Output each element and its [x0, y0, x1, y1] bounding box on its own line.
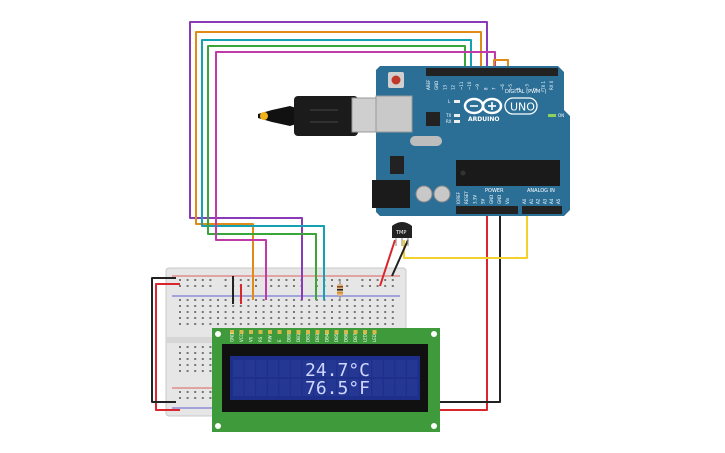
arduino-logo-icon [463, 97, 503, 115]
analog-label: ANALOG IN [527, 188, 555, 194]
arduino-uno-board[interactable]: L TX RX ON ARDUINO UNO DIGITAL (PWM~) PO… [372, 66, 570, 216]
led-tx-label: TX [445, 113, 451, 118]
pin-label: TX 1 [541, 81, 546, 91]
pin-label: A3 [542, 198, 547, 204]
pin-label: RX 0 [549, 80, 554, 90]
lcd-pin-label: DB7 [353, 333, 358, 342]
lcd-pin-label: RW [268, 335, 273, 342]
wire-orange [195, 31, 482, 300]
pin-label: GND [489, 195, 494, 204]
usb-cable[interactable] [258, 96, 383, 136]
on-label: ON [558, 113, 564, 118]
wire-purple [189, 21, 488, 300]
lcd-pin-label: DB0 [287, 333, 292, 342]
pin-label: A0 [522, 198, 527, 204]
model-label: UNO [510, 101, 535, 114]
pin-label: A4 [549, 198, 554, 204]
pin-label: Vin [505, 197, 510, 204]
lcd-character-grid [233, 360, 418, 396]
brand-label: ARDUINO [468, 116, 499, 123]
pin-label: ~3 [524, 84, 529, 90]
pin-label: ~5 [508, 84, 513, 90]
pin-label: ~11 [459, 81, 464, 90]
resistor[interactable] [337, 280, 343, 300]
lcd-pin-label: DB5 [334, 333, 339, 342]
sensor-label: TMP [395, 230, 406, 236]
lcd-pin-label: DB3 [315, 333, 320, 342]
wire-yellow-a0 [403, 212, 528, 259]
tmp36-sensor[interactable]: TMP [392, 222, 412, 246]
wires [151, 21, 528, 411]
wire-red-5v [438, 212, 488, 411]
atmega-chip [456, 160, 560, 186]
wire-red-sensor [379, 239, 396, 287]
wire-red-left [155, 283, 180, 411]
pin-label: A2 [536, 198, 541, 204]
lcd-line-2: 76.5°F [305, 378, 370, 399]
pin-label: A5 [556, 198, 561, 204]
digital-label: DIGITAL (PWM~) [505, 89, 547, 95]
pin-label: 5V [481, 198, 486, 204]
lcd-line-1: 24.7°C [305, 360, 370, 381]
led-l-label: L [448, 99, 451, 104]
wire-black-gnd [438, 212, 501, 403]
lcd-pin-label: V0 [249, 336, 254, 342]
pin-label: 13 [442, 84, 447, 90]
power-label: POWER [485, 188, 504, 194]
pin-label: GND [434, 81, 439, 90]
power-jack[interactable] [372, 180, 410, 208]
lcd-pin-label: GND [230, 333, 235, 342]
lcd-pin-header [230, 330, 377, 334]
pin-label: 2 [533, 87, 538, 90]
wire-magenta [215, 51, 496, 300]
lcd-pin-label: LED [363, 334, 368, 342]
wire-black-left [151, 277, 176, 403]
lcd-pin-label: E [277, 339, 282, 342]
lcd-pin-labels: GND VCC V0 RS RW E DB0 DB1 DB2 DB3 DB4 DB5 DB6 DB7 LED… [230, 333, 378, 342]
wire-black-sensor [391, 239, 409, 277]
lcd-pin-label: DB2 [306, 333, 311, 342]
led-rx-label: RX [446, 119, 452, 124]
pin-label: IOREF [456, 191, 461, 204]
lcd-pin-label: DB1 [296, 333, 301, 342]
lcd-module[interactable]: GND VCC V0 RS RW E DB0 DB1 DB2 DB3 DB4 DB5 DB6 DB7 LED… [212, 328, 440, 432]
wire-green [207, 45, 466, 300]
lcd-pin-label: VCC [239, 333, 244, 342]
pin-label: 8 [483, 87, 488, 90]
lcd-pin-label: DB6 [344, 333, 349, 342]
pin-label: GND [497, 195, 502, 204]
wire-teal [201, 39, 472, 300]
lcd-pin-label: RS [258, 336, 263, 342]
lcd-pin-label: LED [372, 334, 377, 342]
pin-label: AREF [426, 79, 431, 90]
pin-label: 7 [492, 87, 497, 90]
pin-label: 12 [451, 84, 456, 90]
pin-label: 3.3V [472, 195, 477, 204]
pin-label: ~10 [467, 81, 472, 90]
pin-label: ~6 [500, 84, 505, 90]
lcd-pin-label: DB4 [325, 333, 330, 342]
pin-label: RESET [464, 191, 469, 204]
pin-label: 4 [516, 87, 521, 90]
pin-label: ~9 [475, 84, 480, 90]
pin-label: A1 [529, 198, 534, 204]
